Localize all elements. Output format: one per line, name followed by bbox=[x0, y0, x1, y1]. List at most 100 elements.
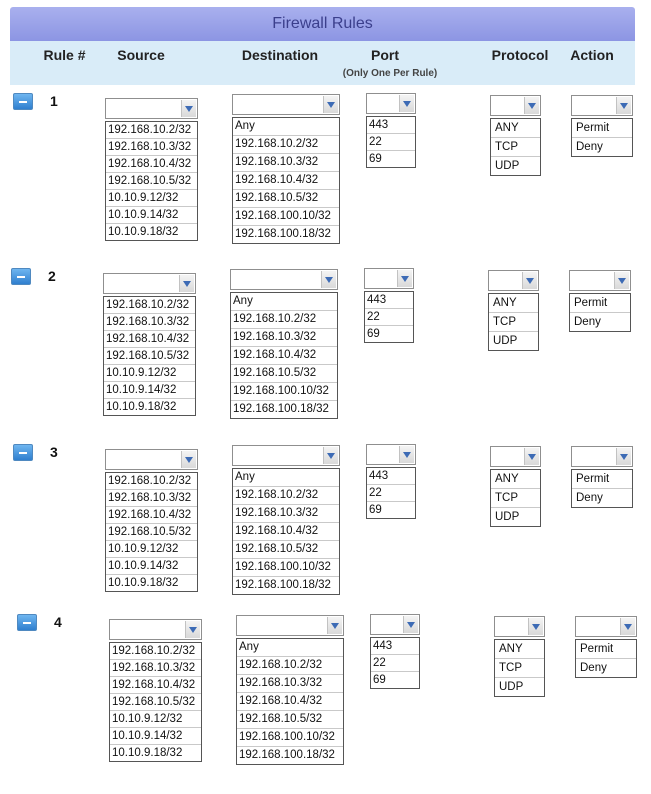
source-option[interactable]: 10.10.9.12/32 bbox=[110, 711, 201, 728]
protocol-option[interactable]: UDP bbox=[495, 511, 520, 523]
destination-option[interactable]: 192.168.10.2/32 bbox=[237, 657, 343, 675]
port-option[interactable]: 22 bbox=[365, 309, 413, 326]
source-option[interactable]: 10.10.9.14/32 bbox=[106, 558, 197, 575]
destination-option[interactable]: Any bbox=[233, 118, 339, 136]
destination-option[interactable]: 192.168.100.18/32 bbox=[235, 579, 331, 591]
source-option[interactable]: 10.10.9.14/32 bbox=[106, 207, 197, 224]
port-option[interactable]: 22 bbox=[371, 655, 419, 672]
protocol-select[interactable] bbox=[494, 616, 545, 637]
source-option[interactable]: 10.10.9.14/32 bbox=[104, 382, 195, 399]
source-option[interactable]: 10.10.9.18/32 bbox=[112, 747, 183, 759]
protocol-option[interactable]: TCP bbox=[491, 138, 540, 157]
destination-option[interactable]: 192.168.100.18/32 bbox=[235, 228, 331, 240]
source-option[interactable]: 192.168.10.3/32 bbox=[106, 139, 197, 156]
action-select[interactable] bbox=[571, 95, 633, 116]
source-option[interactable]: 10.10.9.12/32 bbox=[104, 365, 195, 382]
protocol-option[interactable]: TCP bbox=[491, 489, 540, 508]
source-option[interactable]: 192.168.10.4/32 bbox=[110, 677, 201, 694]
chevron-down-icon[interactable] bbox=[524, 448, 539, 465]
destination-option[interactable]: 192.168.100.10/32 bbox=[233, 208, 339, 226]
port-option[interactable]: 443 bbox=[365, 292, 413, 309]
chevron-down-icon[interactable] bbox=[399, 95, 414, 112]
chevron-down-icon[interactable] bbox=[616, 97, 631, 114]
chevron-down-icon[interactable] bbox=[185, 621, 200, 638]
action-option[interactable]: Permit bbox=[576, 640, 636, 659]
chevron-down-icon[interactable] bbox=[323, 447, 338, 464]
collapse-minus-icon[interactable] bbox=[11, 268, 31, 285]
source-option[interactable]: 192.168.10.2/32 bbox=[110, 643, 201, 660]
chevron-down-icon[interactable] bbox=[181, 100, 196, 117]
port-option[interactable]: 69 bbox=[367, 328, 380, 340]
destination-option[interactable]: 192.168.100.18/32 bbox=[233, 403, 329, 415]
protocol-option[interactable]: TCP bbox=[489, 313, 538, 332]
destination-option[interactable]: 192.168.10.4/32 bbox=[233, 523, 339, 541]
port-select[interactable] bbox=[364, 268, 414, 289]
protocol-option[interactable]: ANY bbox=[491, 119, 540, 138]
chevron-down-icon[interactable] bbox=[403, 616, 418, 633]
destination-option[interactable]: 192.168.100.10/32 bbox=[233, 559, 339, 577]
source-option[interactable]: 192.168.10.4/32 bbox=[106, 156, 197, 173]
protocol-option[interactable]: ANY bbox=[491, 470, 540, 489]
source-option[interactable]: 192.168.10.5/32 bbox=[106, 524, 197, 541]
action-select[interactable] bbox=[575, 616, 637, 637]
source-option[interactable]: 192.168.10.3/32 bbox=[104, 314, 195, 331]
source-option[interactable]: 10.10.9.12/32 bbox=[106, 541, 197, 558]
source-select[interactable] bbox=[105, 98, 198, 119]
destination-option[interactable]: 192.168.10.5/32 bbox=[233, 190, 339, 208]
chevron-down-icon[interactable] bbox=[616, 448, 631, 465]
port-option[interactable]: 69 bbox=[373, 674, 386, 686]
source-option[interactable]: 192.168.10.2/32 bbox=[104, 297, 195, 314]
chevron-down-icon[interactable] bbox=[528, 618, 543, 635]
destination-select[interactable] bbox=[236, 615, 344, 636]
protocol-option[interactable]: TCP bbox=[495, 659, 544, 678]
destination-option[interactable]: 192.168.10.3/32 bbox=[231, 329, 337, 347]
protocol-select[interactable] bbox=[490, 446, 541, 467]
chevron-down-icon[interactable] bbox=[614, 272, 629, 289]
destination-option[interactable]: 192.168.10.4/32 bbox=[237, 693, 343, 711]
source-option[interactable]: 10.10.9.18/32 bbox=[108, 226, 179, 238]
port-option[interactable]: 69 bbox=[369, 504, 382, 516]
port-select[interactable] bbox=[370, 614, 420, 635]
source-option[interactable]: 10.10.9.18/32 bbox=[108, 577, 179, 589]
action-select[interactable] bbox=[569, 270, 631, 291]
source-option[interactable]: 192.168.10.4/32 bbox=[104, 331, 195, 348]
port-option[interactable]: 22 bbox=[367, 134, 415, 151]
protocol-option[interactable]: UDP bbox=[495, 160, 520, 172]
chevron-down-icon[interactable] bbox=[327, 617, 342, 634]
source-option[interactable]: 192.168.10.5/32 bbox=[104, 348, 195, 365]
port-option[interactable]: 443 bbox=[371, 638, 419, 655]
action-option[interactable]: Permit bbox=[570, 294, 630, 313]
source-option[interactable]: 192.168.10.2/32 bbox=[106, 473, 197, 490]
source-option[interactable]: 10.10.9.14/32 bbox=[110, 728, 201, 745]
destination-option[interactable]: 192.168.100.10/32 bbox=[237, 729, 343, 747]
collapse-minus-icon[interactable] bbox=[13, 444, 33, 461]
chevron-down-icon[interactable] bbox=[399, 446, 414, 463]
destination-option[interactable]: 192.168.10.4/32 bbox=[233, 172, 339, 190]
action-option[interactable]: Deny bbox=[576, 492, 603, 504]
chevron-down-icon[interactable] bbox=[397, 270, 412, 287]
source-option[interactable]: 192.168.10.2/32 bbox=[106, 122, 197, 139]
source-select[interactable] bbox=[105, 449, 198, 470]
destination-select[interactable] bbox=[232, 445, 340, 466]
destination-option[interactable]: 192.168.10.3/32 bbox=[237, 675, 343, 693]
source-option[interactable]: 192.168.10.4/32 bbox=[106, 507, 197, 524]
protocol-select[interactable] bbox=[488, 270, 539, 291]
destination-select[interactable] bbox=[232, 94, 340, 115]
protocol-option[interactable]: ANY bbox=[489, 294, 538, 313]
collapse-minus-icon[interactable] bbox=[13, 93, 33, 110]
destination-option[interactable]: 192.168.100.18/32 bbox=[239, 749, 335, 761]
action-option[interactable]: Deny bbox=[576, 141, 603, 153]
collapse-minus-icon[interactable] bbox=[17, 614, 37, 631]
protocol-option[interactable]: UDP bbox=[499, 681, 524, 693]
destination-option[interactable]: 192.168.10.4/32 bbox=[231, 347, 337, 365]
port-select[interactable] bbox=[366, 93, 416, 114]
chevron-down-icon[interactable] bbox=[522, 272, 537, 289]
destination-option[interactable]: 192.168.10.5/32 bbox=[237, 711, 343, 729]
port-option[interactable]: 22 bbox=[367, 485, 415, 502]
chevron-down-icon[interactable] bbox=[524, 97, 539, 114]
chevron-down-icon[interactable] bbox=[620, 618, 635, 635]
action-option[interactable]: Permit bbox=[572, 119, 632, 138]
source-option[interactable]: 192.168.10.3/32 bbox=[106, 490, 197, 507]
port-option[interactable]: 69 bbox=[369, 153, 382, 165]
chevron-down-icon[interactable] bbox=[323, 96, 338, 113]
